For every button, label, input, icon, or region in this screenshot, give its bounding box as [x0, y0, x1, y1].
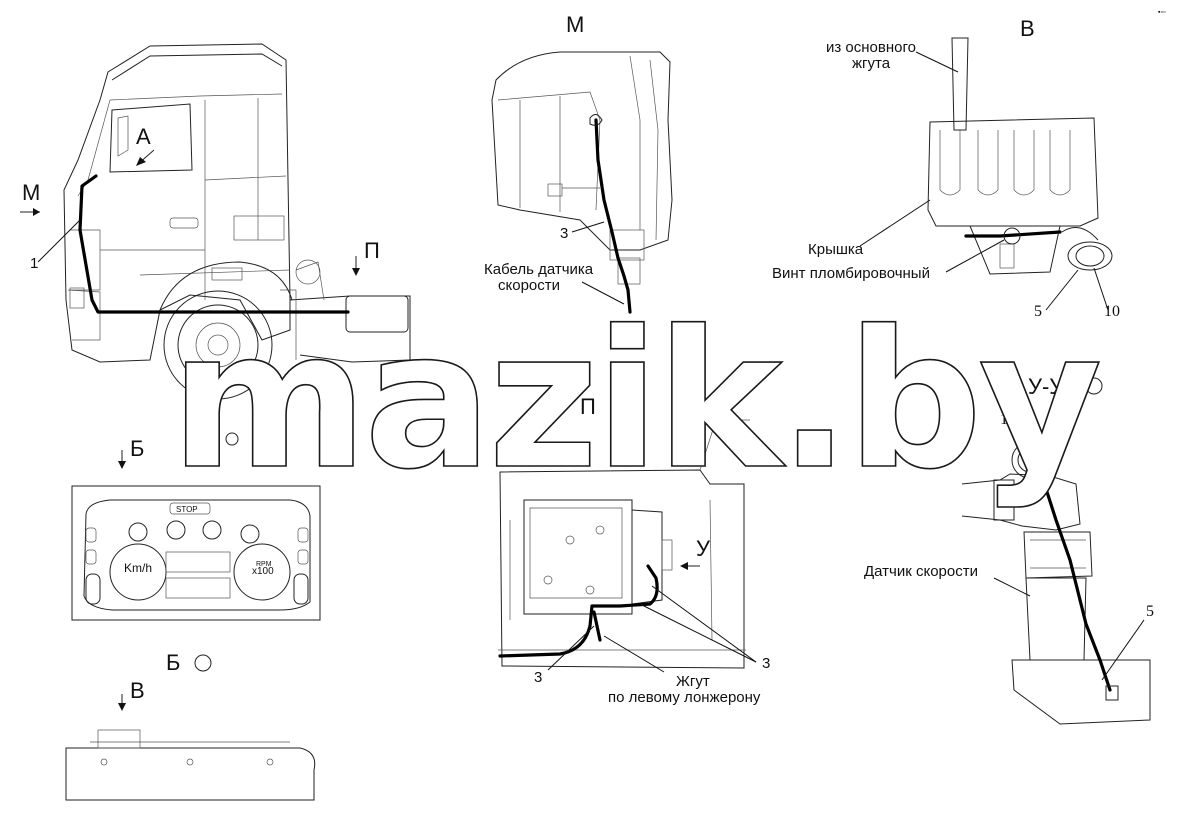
- view-b-title: Б: [166, 650, 180, 675]
- watermark: mazik.by: [170, 290, 1099, 511]
- view-m: М 3 Кабель датчика скорости: [484, 12, 673, 314]
- speed-unit-label: Km/h: [124, 561, 152, 575]
- from-main-harness-line1: из основного: [826, 39, 916, 56]
- speed-sensor-cable-line1: Кабель датчика: [484, 261, 594, 278]
- view-a-arrow-label: А: [136, 124, 151, 149]
- position-1-label: 1: [30, 255, 38, 272]
- rotation-b-icon: [194, 654, 212, 672]
- view-u-title: У-У: [1028, 374, 1064, 399]
- view-b: Б В: [65, 650, 316, 801]
- view-m-arrow-label: М: [22, 180, 40, 205]
- view-p-arrow-label: П: [364, 238, 380, 263]
- seal-screw-label: Винт пломбировочный: [772, 265, 930, 282]
- view-a: А Б STOP Km/h RPM x100: [71, 426, 321, 621]
- position-3-m-label: 3: [560, 225, 568, 242]
- harness-left-spar-line2: по левому лонжерону: [608, 689, 761, 706]
- speed-sensor-cable-line2: скорости: [498, 277, 560, 294]
- view-u-arrow-label: У: [696, 536, 711, 561]
- view-p-title: П: [580, 394, 596, 419]
- truck-cab-view: 1 М А П: [20, 43, 411, 400]
- view-v: В из основного жгута Крышка Винт пломбир…: [772, 16, 1120, 320]
- position-5-v-label: 5: [1034, 303, 1042, 320]
- view-a-title: А: [200, 426, 215, 451]
- cover-label: Крышка: [808, 241, 864, 258]
- dashboard-frame: [71, 485, 321, 621]
- stop-indicator-label: STOP: [176, 505, 198, 514]
- position-3-p-left-label: 3: [534, 669, 542, 686]
- position-3-p-right-label: 3: [762, 655, 770, 672]
- view-v-arrow-label: В: [130, 678, 145, 703]
- view-v-title: В: [1020, 16, 1035, 41]
- rpm-scale-label: x100: [252, 566, 274, 577]
- rotation-u-icon: [1085, 377, 1103, 395]
- rotation-a-icon: [225, 432, 239, 446]
- position-5-u-label: 5: [1146, 603, 1154, 620]
- view-m-title: М: [566, 12, 584, 37]
- tachometer-gauge: [233, 543, 291, 601]
- speed-sensor-label: Датчик скорости: [864, 563, 978, 580]
- corner-mark: ▪▫▫: [1158, 9, 1165, 16]
- position-10-v-label: 10: [1104, 303, 1120, 320]
- position-10-u-label: 10: [1000, 411, 1016, 428]
- rpm-unit-label: RPM: [256, 561, 272, 568]
- harness-left-spar-line1: Жгут: [676, 673, 710, 690]
- view-p: П У 3 3 Жгут по левому лонжерону: [498, 394, 770, 706]
- view-u: У-У 10 Датчик скорости 5: [864, 374, 1154, 725]
- view-b-arrow-label: Б: [130, 436, 144, 461]
- from-main-harness-line2: жгута: [852, 55, 891, 72]
